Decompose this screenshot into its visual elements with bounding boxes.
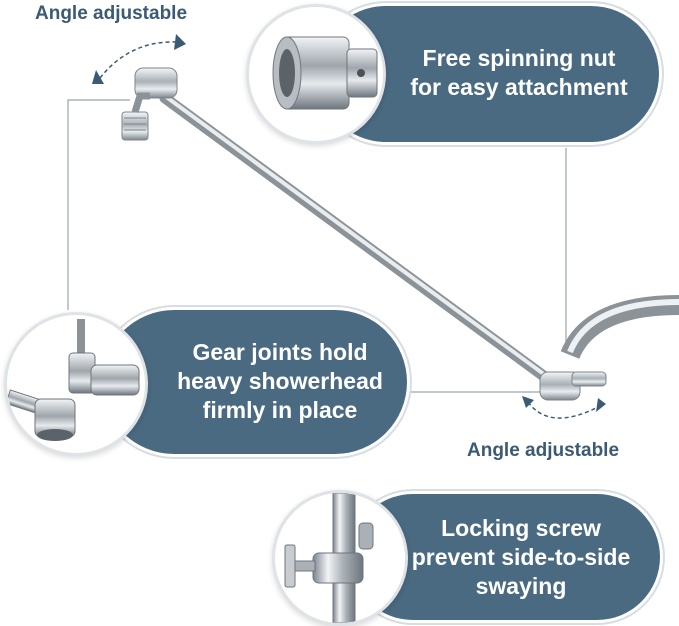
callout-gear-joints: Gear joints hold heavy showerhead firmly… — [102, 310, 407, 454]
locking-screw-photo — [272, 490, 408, 626]
callout-locking-screw-text: Locking screw prevent side-to-side swayi… — [411, 515, 631, 599]
angle-adjustable-label-top: Angle adjustable — [35, 3, 188, 24]
callout-spinning-nut-text: Free spinning nut for easy attachment — [410, 45, 628, 100]
callout-gear-joints-text: Gear joints hold heavy showerhead firmly… — [177, 339, 383, 423]
angle-adjustable-label-bottom: Angle adjustable — [467, 440, 620, 461]
gear-joints-photo — [4, 312, 148, 456]
spinning-nut-photo — [246, 4, 386, 144]
